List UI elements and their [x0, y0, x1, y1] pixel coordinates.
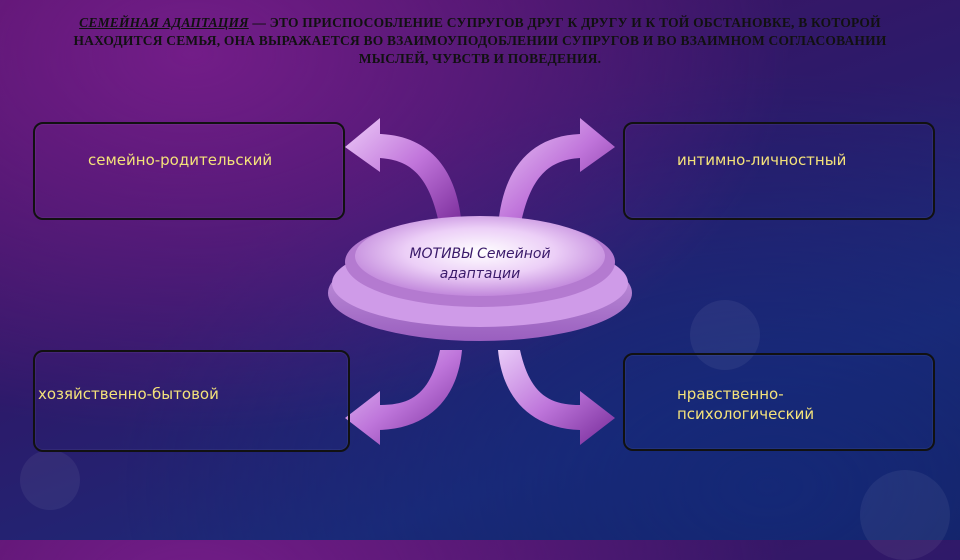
- center-disc: [328, 216, 632, 341]
- bokeh-light: [690, 300, 760, 370]
- label-intimate-personal: интимно-личностный: [677, 151, 847, 169]
- title-definition: — ЭТО ПРИСПОСОБЛЕНИЕ СУПРУГОВ ДРУГ К ДРУ…: [73, 15, 887, 66]
- bokeh-light: [20, 450, 80, 510]
- label-moral-psychological: нравственно-психологический: [677, 385, 815, 423]
- label-family-parental: семейно-родительский: [88, 151, 273, 169]
- center-label: МОТИВЫ Семейной адаптации: [409, 246, 551, 282]
- box-bottom-right: [623, 353, 935, 451]
- arrow-top-left: [345, 118, 462, 228]
- arrow-bottom-left: [345, 350, 462, 445]
- box-bottom-left: [33, 350, 350, 452]
- slide-title: СЕМЕЙНАЯ АДАПТАЦИЯ — ЭТО ПРИСПОСОБЛЕНИЕ …: [40, 14, 920, 68]
- diagram-graphics: [328, 118, 632, 445]
- label-household: хозяйственно-бытовой: [38, 385, 219, 403]
- arrow-bottom-right: [498, 350, 615, 445]
- arrow-top-right: [498, 118, 615, 228]
- box-top-right: [623, 122, 935, 220]
- box-top-left: [33, 122, 345, 220]
- title-term: СЕМЕЙНАЯ АДАПТАЦИЯ: [79, 15, 249, 30]
